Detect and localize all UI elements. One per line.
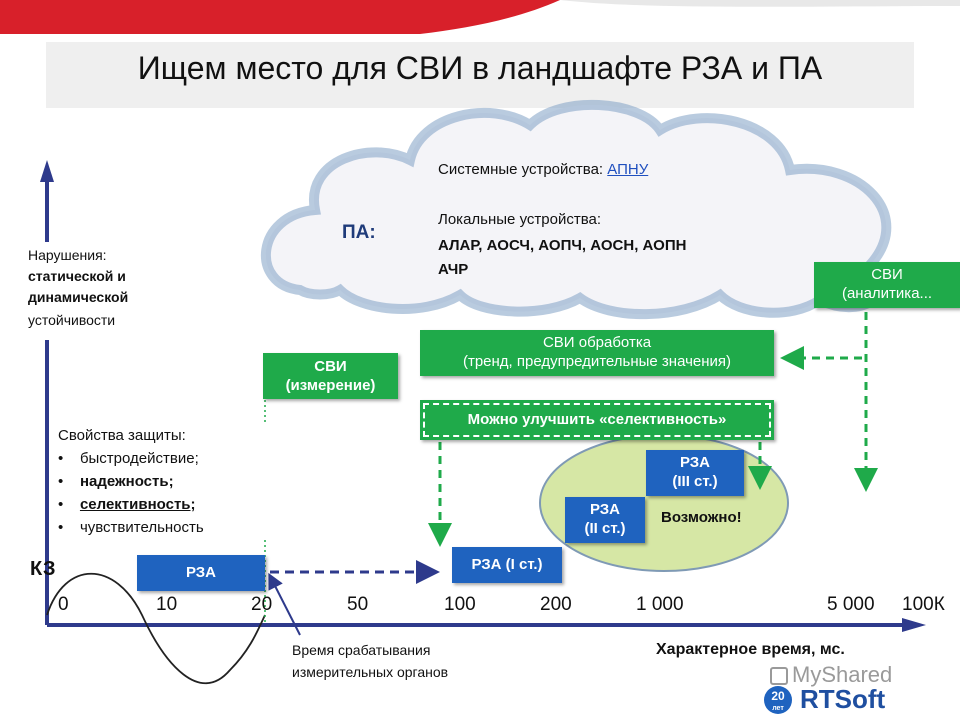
possible-label: Возможно!: [661, 509, 742, 526]
svi-processing-box[interactable]: СВИ обработка (тренд, предупредительные …: [420, 330, 774, 376]
local-devices-list: АЛАР, АОСЧ, АОПЧ, АОСН, АОПН: [438, 237, 687, 254]
top-red-band: [0, 0, 960, 34]
svi-measurement-title: СВИ: [314, 358, 347, 375]
response-time-label: Время срабатывания измерительных органов: [292, 642, 449, 680]
svi-processing-title: СВИ обработка: [542, 334, 652, 351]
rza-stage1-box[interactable]: РЗА (I ст.): [452, 547, 562, 583]
tick-20: 20: [251, 594, 273, 615]
protection-item: • надежность;: [58, 473, 174, 490]
local-devices-achr: АЧР: [438, 261, 469, 278]
myshared-watermark: MyShared: [770, 662, 892, 688]
pa-label: ПА:: [342, 222, 376, 243]
rtsoft-logo: RTSoft: [800, 684, 886, 714]
tick-0: 0: [58, 594, 69, 615]
system-devices-line: Системные устройства: АПНУ: [438, 160, 648, 179]
svi-analytics-sub: (аналитика...: [841, 285, 933, 302]
violations-line1: Нарушения:: [28, 247, 107, 263]
pa-cloud: [261, 99, 892, 320]
rza-stage2-box[interactable]: РЗА (II ст.): [565, 497, 645, 543]
rza-stage3-box[interactable]: РЗА (III ст.): [646, 450, 744, 496]
tick-100k: 100К: [902, 594, 945, 615]
protection-properties: Свойства защиты: • быстродействие; • над…: [58, 424, 268, 539]
tick-50: 50: [347, 594, 369, 615]
rza-stage2-sub: (II ст.): [584, 520, 626, 537]
kz-label: КЗ: [30, 558, 56, 580]
tick-5000: 5 000: [827, 594, 875, 615]
violations-block: Нарушения: статической и динамической ус…: [24, 242, 174, 340]
violations-line2: статической и: [28, 268, 126, 284]
page-title: Ищем место для СВИ в ландшафте РЗА и ПА: [137, 50, 823, 86]
rza-box[interactable]: РЗА: [137, 555, 265, 591]
rza-stage3-title: РЗА: [679, 454, 711, 471]
system-devices-label: Системные устройства:: [438, 161, 608, 178]
svi-analytics-title: СВИ: [871, 266, 903, 283]
x-axis-label: Характерное время, мс.: [656, 641, 845, 658]
selectivity-box[interactable]: Можно улучшить «селективность»: [420, 400, 774, 440]
rza-stage3-sub: (III ст.): [672, 473, 718, 490]
protection-item: • селективность;: [58, 496, 196, 513]
rza-stage2-title: РЗА: [589, 501, 621, 518]
tick-100: 100: [444, 594, 476, 615]
protection-item: • чувствительность: [58, 519, 204, 536]
local-devices-label: Локальные устройства:: [438, 211, 602, 228]
title-band: [46, 42, 914, 108]
violations-line3: динамической: [28, 289, 129, 305]
myshared-icon: [770, 667, 788, 686]
tick-1000: 1 000: [636, 594, 684, 615]
sine-wave: [46, 572, 266, 684]
svi-processing-sub: (тренд, предупредительные значения): [462, 353, 732, 370]
svi-measurement-box[interactable]: СВИ (измерение): [263, 353, 398, 399]
violations-line4: устойчивости: [28, 312, 116, 328]
rtsoft-20-years-badge: 20 лет: [764, 686, 792, 714]
svi-analytics-box[interactable]: СВИ (аналитика...: [814, 262, 960, 308]
protection-heading: Свойства защиты:: [58, 427, 186, 444]
svi-measurement-sub: (измерение): [285, 377, 376, 394]
apnu-link[interactable]: АПНУ: [607, 161, 649, 178]
tick-200: 200: [540, 594, 572, 615]
tick-10: 10: [156, 594, 178, 615]
protection-item: • быстродействие;: [58, 450, 199, 467]
